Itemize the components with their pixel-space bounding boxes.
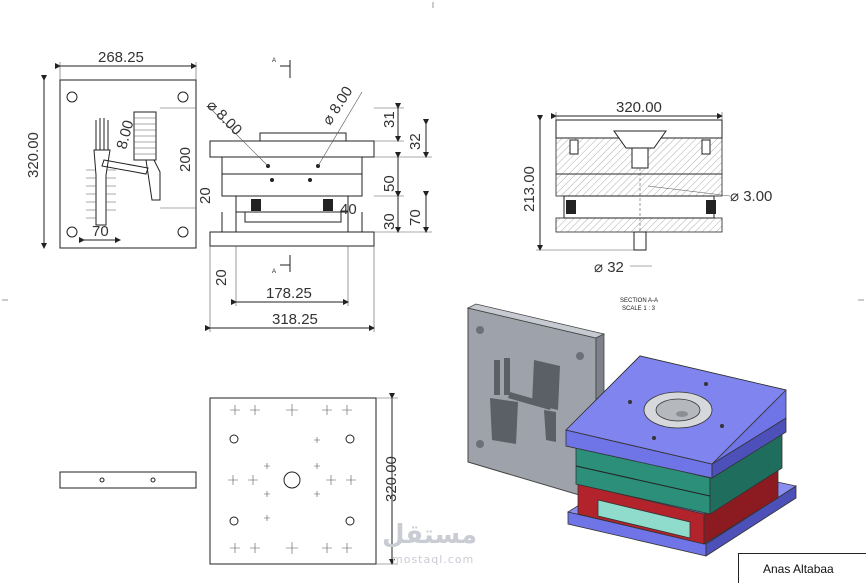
comb-cavity-left bbox=[86, 118, 116, 226]
bottom-plate-view: 320.00 bbox=[209, 393, 400, 565]
dim-section-width: 320.00 bbox=[616, 99, 662, 116]
dim-front-178: 178.25 bbox=[266, 285, 312, 302]
dim-gate-dia: 8.00 bbox=[113, 118, 137, 151]
isometric-render bbox=[466, 303, 798, 557]
watermark-url: mostaql.com bbox=[392, 553, 475, 566]
dim-front-hole2: ⌀ 8.00 bbox=[319, 83, 356, 128]
comb-cavity-right bbox=[133, 111, 161, 201]
section-scale: SCALE 1 : 3 bbox=[622, 306, 656, 312]
dim-front-20a: 20 bbox=[197, 187, 214, 204]
dim-front-20b: 20 bbox=[213, 269, 230, 286]
section-marker-top: A bbox=[272, 58, 276, 64]
title-block bbox=[738, 553, 866, 583]
dim-front-32: 32 bbox=[407, 133, 424, 150]
iso-cavity-plate bbox=[466, 303, 606, 501]
runner bbox=[101, 159, 149, 175]
dim-front-70: 70 bbox=[407, 209, 424, 226]
dim-sprue-dia: ⌀ 3.00 bbox=[730, 188, 772, 205]
side-strip-view bbox=[59, 471, 197, 489]
dim-front-30: 30 bbox=[381, 213, 398, 230]
front-elevation-view: ⌀ 8.00 ⌀ 8.00 A A 31 32 50 70 30 40 20 2… bbox=[197, 58, 432, 332]
dim-top-width: 268.25 bbox=[98, 49, 144, 66]
section-marker-bottom: A bbox=[272, 269, 276, 275]
section-title: SECTION A-A bbox=[620, 298, 658, 304]
dim-front-31: 31 bbox=[381, 111, 398, 128]
dim-base-dia: ⌀ 32 bbox=[594, 259, 624, 276]
dim-front-40: 40 bbox=[340, 201, 357, 218]
dim-rib-height: 200 bbox=[177, 147, 194, 172]
author-name: Anas Altabaa bbox=[763, 562, 834, 576]
dim-front-hole1: ⌀ 8.00 bbox=[203, 97, 245, 139]
cavity-plate-view: 268.25 320.00 200 8.00 70 bbox=[25, 49, 197, 249]
dim-bottom-height: 320.00 bbox=[383, 456, 400, 502]
dim-front-318: 318.25 bbox=[272, 311, 318, 328]
watermark-logo: مستقل bbox=[382, 520, 478, 550]
dim-left-height: 320.00 bbox=[25, 132, 42, 178]
dim-section-height: 213.00 bbox=[521, 166, 538, 212]
dim-offset-70: 70 bbox=[92, 223, 109, 240]
section-a-a-view: 320.00 213.00 ⌀ 3.00 ⌀ 32 SECTION A-A SC… bbox=[521, 99, 772, 312]
dim-front-50: 50 bbox=[381, 175, 398, 192]
